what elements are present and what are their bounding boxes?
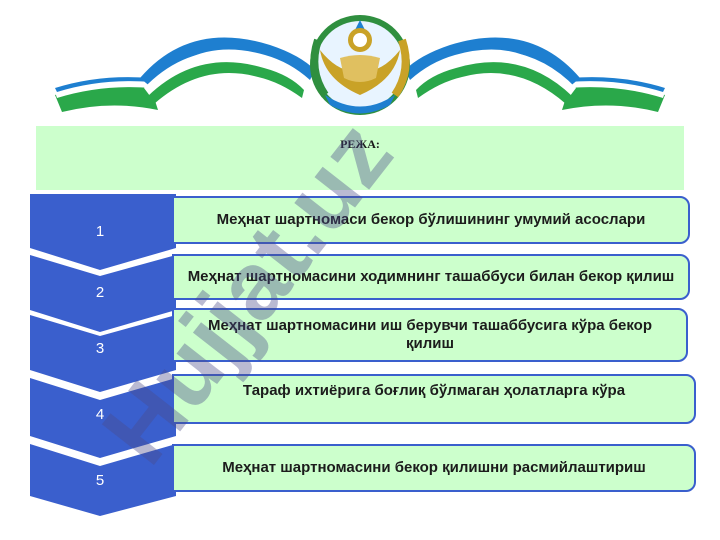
step-number-3: 3 xyxy=(95,340,105,357)
step-chevron-4 xyxy=(30,378,176,458)
step-box-1: Меҳнат шартномаси бекор бўлишининг умуми… xyxy=(172,196,690,244)
step-box-3: Меҳнат шартномасини иш берувчи ташаббуси… xyxy=(172,308,688,362)
step-chevron-1 xyxy=(30,194,176,270)
state-emblem-banner xyxy=(55,15,665,115)
step-box-4: Тараф ихтиёрига боғлиқ бўлмаган ҳолатлар… xyxy=(172,374,696,424)
page-title: РЕЖА: xyxy=(340,137,380,151)
step-box-2: Меҳнат шартномасини ходимнинг ташаббуси … xyxy=(172,254,690,300)
step-chevron-2 xyxy=(30,255,176,332)
step-chevron-3 xyxy=(30,315,176,392)
step-number-4: 4 xyxy=(95,406,105,423)
step-label-4: Тараф ихтиёрига боғлиқ бўлмаган ҳолатлар… xyxy=(242,382,626,399)
step-chevron-5 xyxy=(30,444,176,516)
title-bar: РЕЖА: xyxy=(36,126,684,190)
step-number-5: 5 xyxy=(95,472,105,489)
step-number-2: 2 xyxy=(95,284,105,301)
step-number-1: 1 xyxy=(95,223,105,240)
step-box-5: Меҳнат шартномасини бекор қилишни расмий… xyxy=(172,444,696,492)
step-label-1: Меҳнат шартномаси бекор бўлишининг умуми… xyxy=(216,211,646,228)
emblem-icon xyxy=(310,15,410,115)
step-label-2: Меҳнат шартномасини ходимнинг ташаббуси … xyxy=(187,268,675,285)
step-label-3: Меҳнат шартномасини иш берувчи ташаббуси… xyxy=(207,317,652,352)
step-label-5: Меҳнат шартномасини бекор қилишни расмий… xyxy=(222,459,646,476)
